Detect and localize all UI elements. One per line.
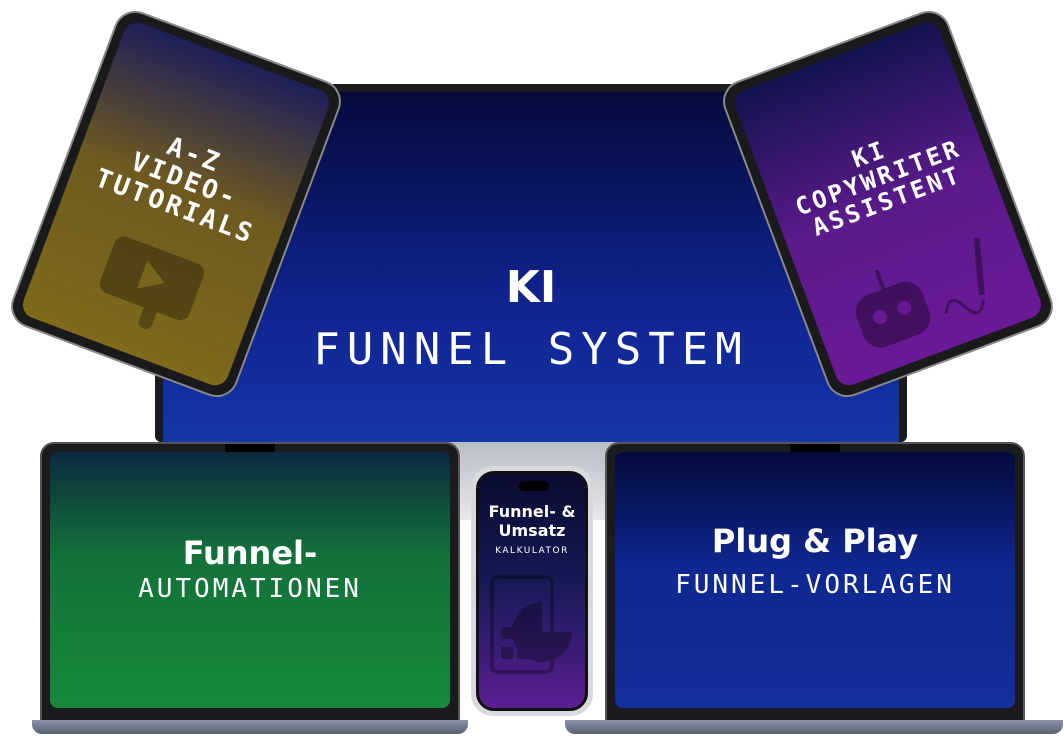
phone-line1: Funnel- & (488, 502, 576, 521)
laptop-right-line1: Plug & Play (711, 522, 919, 560)
monitor-title-line1: KI (505, 262, 557, 313)
robot-icon (855, 237, 986, 348)
camera-notch (790, 444, 840, 454)
dynamic-island (519, 481, 549, 491)
video-play-icon (99, 236, 205, 330)
tablet-video-tutorials: A-Z VIDEO- TUTORIALS (4, 4, 348, 404)
laptop-funnel-vorlagen: Plug & Play FUNNEL-VORLAGEN (605, 442, 1025, 722)
laptop-right-line2: FUNNEL-VORLAGEN (675, 570, 955, 600)
calculator-icon (490, 575, 572, 674)
phone-line3: KALKULATOR (495, 546, 569, 556)
laptop-left-line1: Funnel- (182, 534, 318, 572)
laptop-right-base (565, 720, 1063, 734)
laptop-funnel-automationen: Funnel- AUTOMATIONEN (40, 442, 460, 722)
phone-umsatz-kalkulator: Funnel- & Umsatz KALKULATOR (471, 466, 593, 716)
laptop-left-base (32, 720, 468, 734)
camera-notch (225, 444, 275, 454)
tablet-copywriter-assistent: KI COPYWRITER ASSISTENT (716, 4, 1060, 404)
phone-line2: Umsatz (498, 521, 566, 541)
monitor-title-line2: FUNNEL SYSTEM (313, 324, 749, 375)
laptop-left-line2: AUTOMATIONEN (138, 574, 362, 604)
